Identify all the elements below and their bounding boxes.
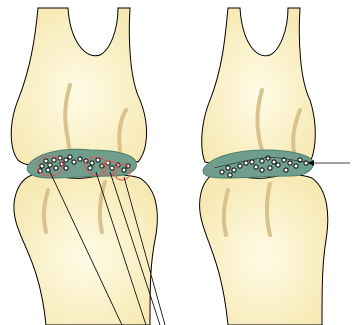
right-cell bbox=[260, 168, 264, 172]
right-cell bbox=[226, 166, 230, 170]
right-cell bbox=[260, 159, 264, 163]
right-cell bbox=[220, 170, 224, 174]
right-cell bbox=[284, 168, 288, 172]
left-cell bbox=[90, 161, 94, 165]
right-lower-bone bbox=[200, 174, 328, 325]
right-cell bbox=[268, 166, 272, 170]
left-upper-bone bbox=[11, 8, 146, 165]
right-cell bbox=[254, 165, 258, 169]
left-cell bbox=[40, 164, 44, 168]
left-lower-bone bbox=[14, 174, 157, 325]
right-cell bbox=[288, 161, 292, 165]
left-cell bbox=[46, 168, 50, 172]
left-joint-panel bbox=[11, 8, 165, 325]
right-cell bbox=[272, 160, 276, 164]
left-cell bbox=[110, 166, 114, 170]
left-cell bbox=[64, 158, 68, 162]
left-cell bbox=[122, 168, 126, 172]
left-cell bbox=[96, 158, 100, 162]
right-joint-panel bbox=[200, 8, 350, 325]
left-cell bbox=[54, 166, 58, 170]
left-cell bbox=[68, 155, 72, 159]
right-cell bbox=[250, 160, 254, 164]
left-cell bbox=[52, 158, 56, 162]
right-cell bbox=[232, 168, 236, 172]
left-cell bbox=[48, 163, 52, 167]
right-cell bbox=[238, 164, 242, 168]
left-cell bbox=[88, 166, 92, 170]
right-cell bbox=[294, 164, 298, 168]
left-cell bbox=[44, 159, 48, 163]
right-cell bbox=[228, 173, 232, 177]
left-cell bbox=[64, 166, 68, 170]
right-cell bbox=[266, 156, 270, 160]
left-cell bbox=[72, 160, 76, 164]
right-cell bbox=[244, 161, 248, 165]
left-cell bbox=[78, 157, 82, 161]
right-cell bbox=[276, 163, 280, 167]
